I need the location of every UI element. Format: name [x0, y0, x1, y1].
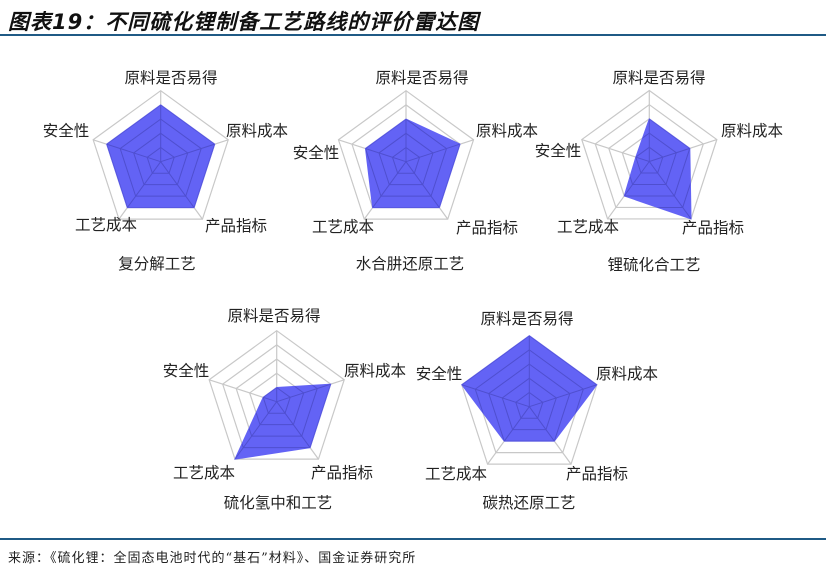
radar-series-area	[364, 118, 461, 209]
title-divider	[0, 34, 826, 36]
axis-label-safety: 安全性	[415, 365, 463, 383]
radar-plot-2	[337, 89, 475, 220]
axis-label-raw-cost: 原料成本	[720, 122, 784, 140]
axis-label-raw-cost: 原料成本	[225, 122, 289, 140]
footer-divider	[0, 538, 826, 540]
axis-label-process-cost: 工艺成本	[424, 465, 488, 483]
axis-label-safety: 安全性	[534, 142, 582, 160]
axis-label-product-spec: 产品指标	[681, 219, 745, 237]
figure-title: 图表19：不同硫化锂制备工艺路线的评价雷达图	[8, 10, 480, 34]
axis-label-safety: 安全性	[162, 362, 210, 380]
axis-label-raw-cost: 原料成本	[475, 122, 539, 140]
axis-label-process-cost: 工艺成本	[74, 216, 138, 234]
radar-plot-4	[208, 329, 345, 460]
chart-title: 碳热还原工艺	[482, 494, 576, 512]
chart-title: 锂硫化合工艺	[607, 256, 701, 274]
chart-title: 复分解工艺	[118, 255, 196, 273]
source-note: 来源：《硫化锂：全固态电池时代的“基石”材料》、国金证券研究所	[8, 551, 417, 566]
axis-label-product-spec: 产品指标	[455, 219, 519, 237]
axis-label-process-cost: 工艺成本	[172, 464, 236, 482]
axis-label-raw-cost: 原料成本	[595, 365, 659, 383]
axis-label-raw-availability: 原料是否易得	[612, 69, 706, 87]
axis-label-product-spec: 产品指标	[204, 217, 268, 235]
axis-label-raw-availability: 原料是否易得	[124, 69, 218, 87]
axis-label-raw-cost: 原料成本	[343, 362, 407, 380]
axis-label-safety: 安全性	[292, 144, 340, 162]
axis-label-raw-availability: 原料是否易得	[227, 307, 321, 325]
radar-plot-1	[92, 89, 229, 220]
axis-label-product-spec: 产品指标	[310, 464, 374, 482]
radar-plot-3	[581, 89, 718, 220]
axis-label-product-spec: 产品指标	[565, 465, 629, 483]
radar-series-area	[623, 118, 692, 220]
radar-plot-5	[461, 334, 598, 465]
axis-label-process-cost: 工艺成本	[556, 218, 620, 236]
axis-label-raw-availability: 原料是否易得	[375, 69, 469, 87]
chart-title: 水合肼还原工艺	[355, 255, 465, 273]
axis-label-raw-availability: 原料是否易得	[480, 310, 574, 328]
axis-label-safety: 安全性	[42, 122, 90, 140]
axis-label-process-cost: 工艺成本	[311, 218, 375, 236]
chart-title: 硫化氢中和工艺	[223, 494, 333, 512]
